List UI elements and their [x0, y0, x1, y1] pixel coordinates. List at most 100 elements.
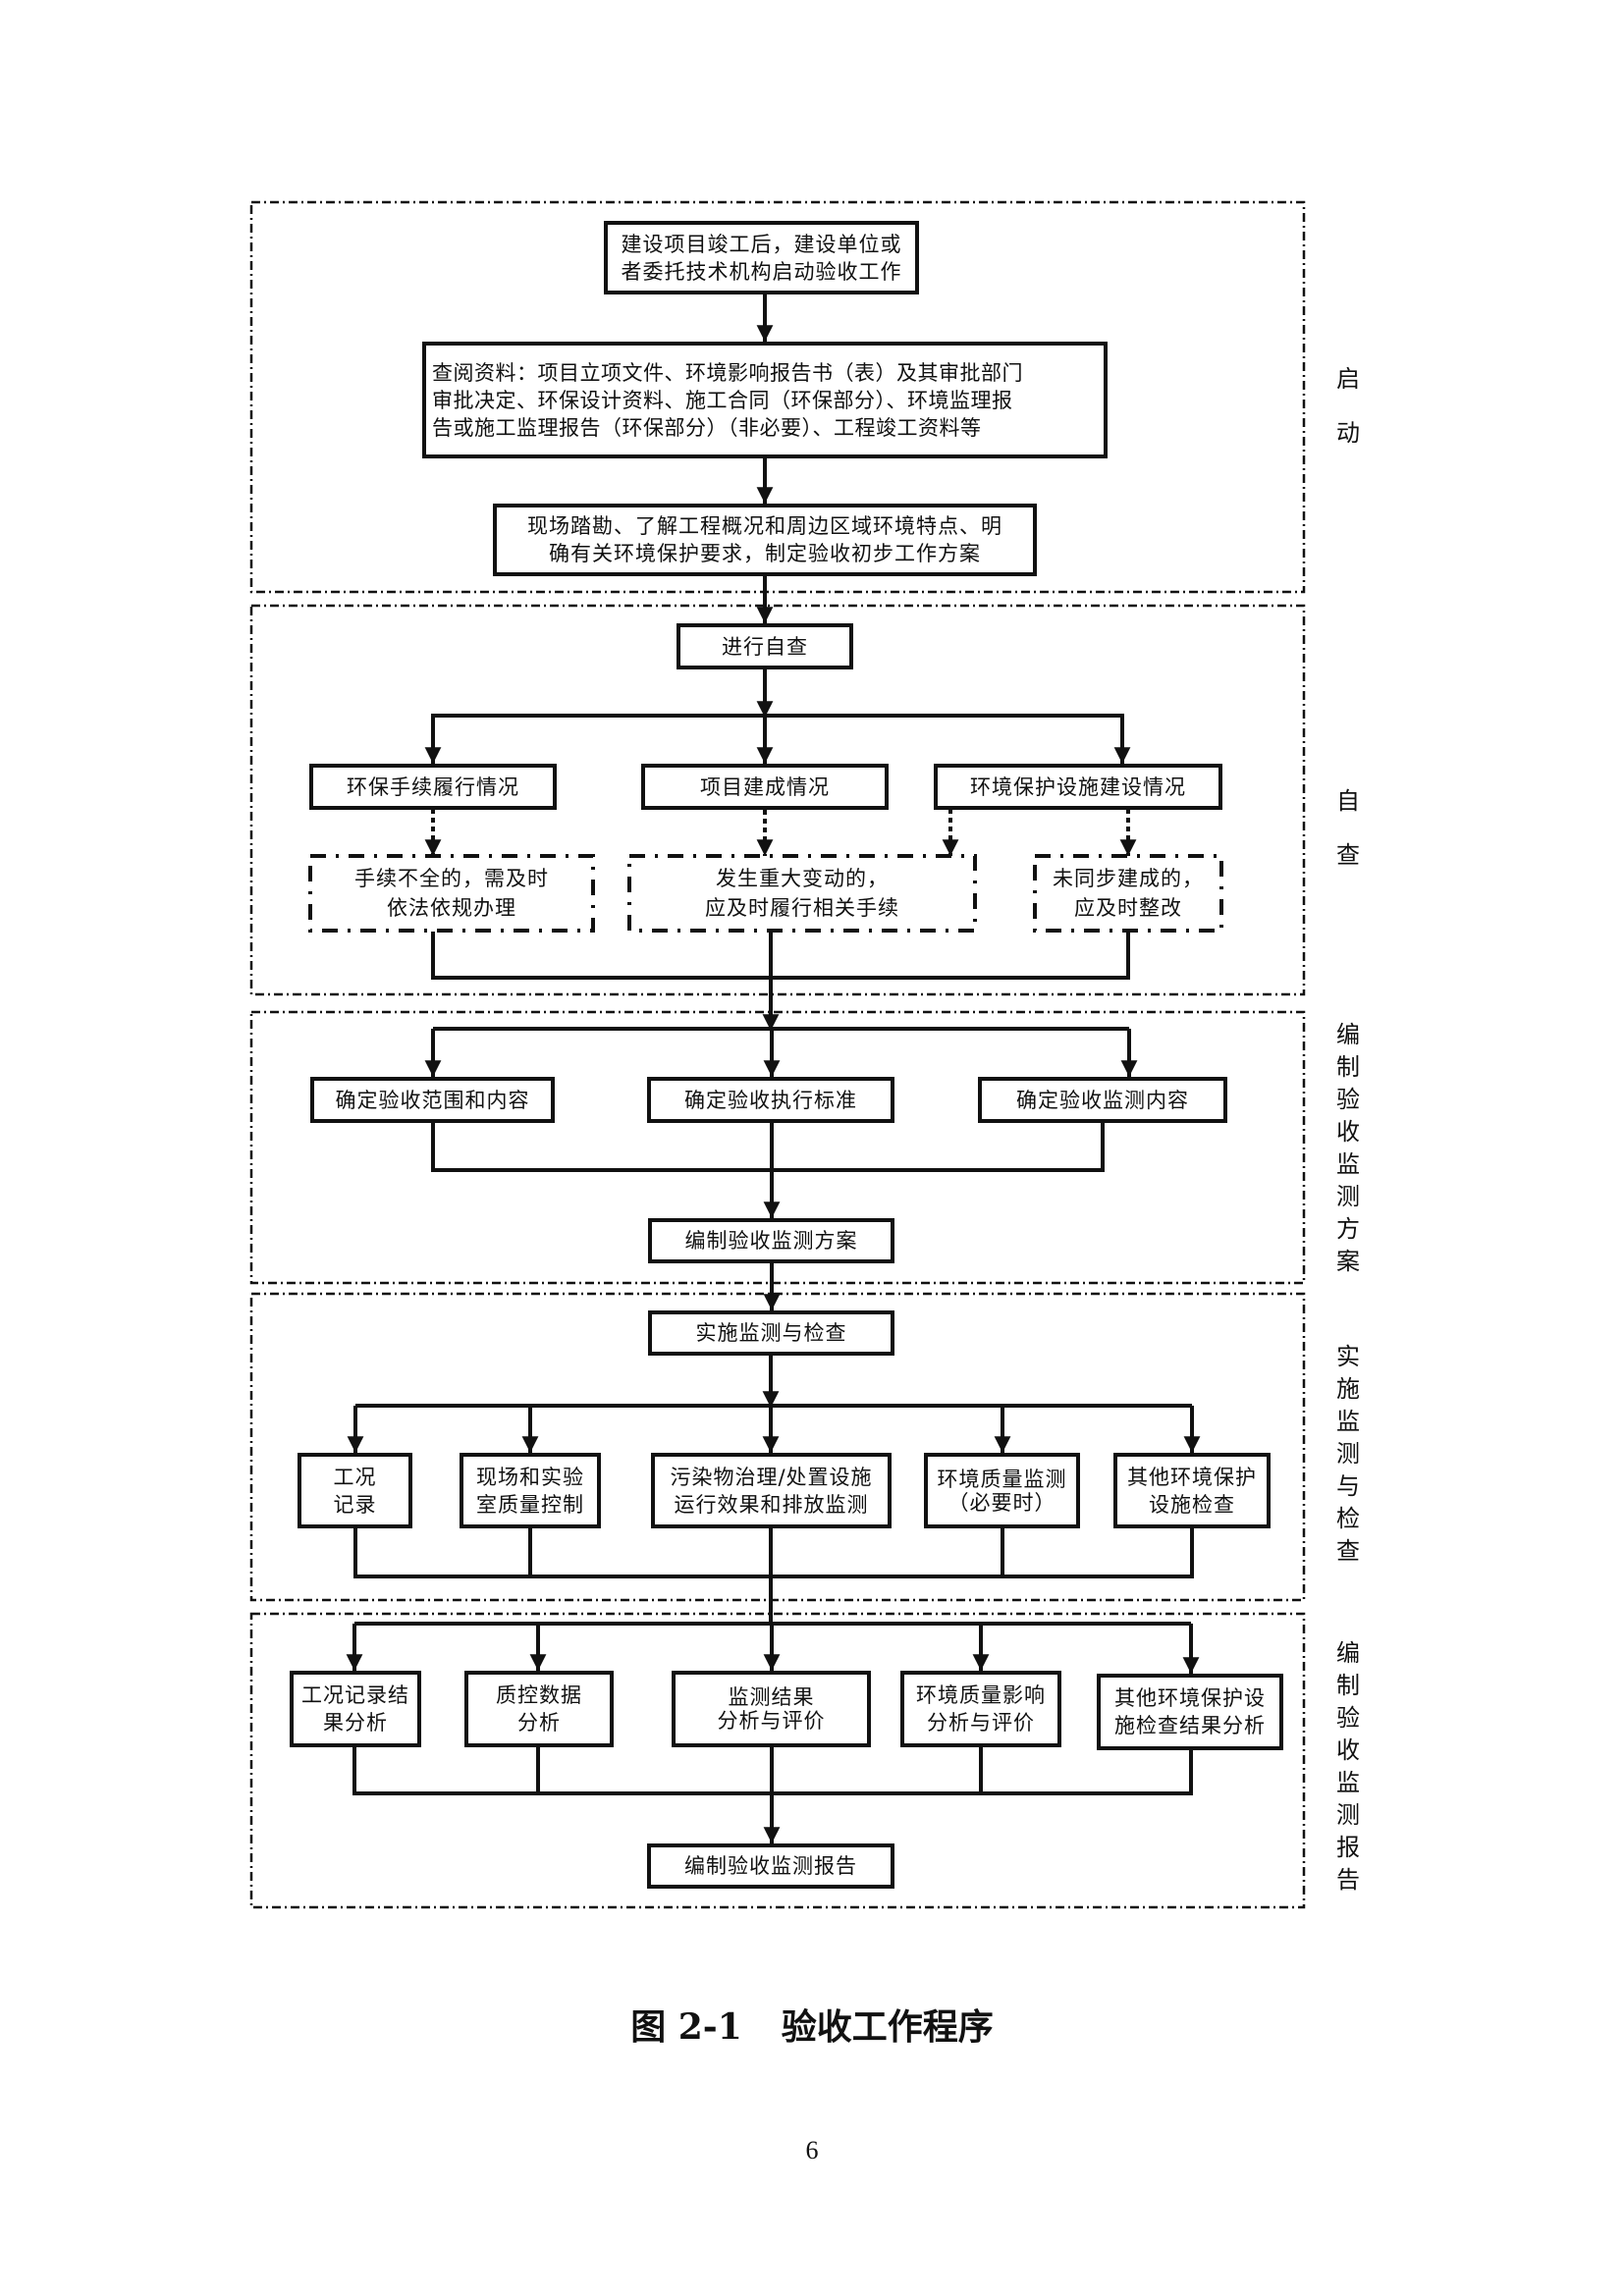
- node-self-check: 进行自查: [677, 623, 853, 669]
- node-line: 记录: [333, 1492, 377, 1517]
- node-line: 监测结果: [728, 1685, 815, 1709]
- stage-frame-report: [249, 1612, 1306, 1909]
- stage-label-char: 制: [1336, 1672, 1360, 1699]
- node-check-facilities: 环境保护设施建设情况: [934, 764, 1222, 810]
- node-line: 建设项目竣工后，建设单位或: [621, 232, 902, 256]
- node-line: 确定验收范围和内容: [335, 1088, 530, 1112]
- node-line: 设施检查: [1149, 1492, 1235, 1517]
- page-number: 6: [805, 2136, 819, 2164]
- stage-frame-plan: [249, 1010, 1306, 1285]
- node-start-work: 建设项目竣工后，建设单位或 者委托技术机构启动验收工作: [604, 221, 919, 294]
- node-line: 环境保护设施建设情况: [970, 774, 1186, 799]
- node-line: 实施监测与检查: [695, 1321, 847, 1345]
- stage-label-char: 方: [1336, 1215, 1360, 1243]
- stage-label-char: 监: [1336, 1769, 1360, 1796]
- stage-label-char: 收: [1336, 1736, 1360, 1764]
- node-line: 进行自查: [722, 634, 808, 659]
- node-line: 工况: [333, 1465, 377, 1489]
- node-line: 质控数据: [496, 1683, 582, 1707]
- node-line: 应及时整改: [1074, 896, 1182, 920]
- node-line: 工况记录结: [301, 1683, 409, 1707]
- node-line: （必要时）: [947, 1490, 1056, 1515]
- node-line: 室质量控制: [476, 1492, 584, 1517]
- stage-label-report: 编 制 验 收 监 测 报 告: [1331, 1637, 1365, 1896]
- node-line: 应及时履行相关手续: [705, 896, 899, 920]
- stage-label-char: 与: [1336, 1472, 1360, 1500]
- node-line: 手续不全的，需及时: [354, 867, 549, 890]
- stage-label-char: 启: [1336, 365, 1360, 393]
- stage-frame-self-check: [249, 604, 1306, 996]
- stage-label-char: 查: [1336, 841, 1360, 869]
- node-fix-major-change: 发生重大变动的， 应及时履行相关手续: [629, 856, 975, 931]
- stage-label-char: 施: [1336, 1375, 1360, 1403]
- node-other-facilities: 其他环境保护 设施检查: [1113, 1453, 1271, 1528]
- stage-label-char: 实: [1336, 1343, 1360, 1370]
- merge-line-implement: [353, 1528, 1194, 1578]
- stage-label-start: 启 动: [1331, 363, 1365, 450]
- node-implement: 实施监测与检查: [648, 1310, 894, 1356]
- remedy-frame-facilities: [1033, 854, 1223, 933]
- stage-label-char: 编: [1336, 1639, 1360, 1667]
- remedy-frame-procedures: [308, 854, 595, 933]
- stage-label-char: 监: [1336, 1408, 1360, 1435]
- stage-label-char: 测: [1336, 1183, 1360, 1210]
- node-line: 编制验收监测报告: [684, 1854, 857, 1878]
- node-pollutant-monitor: 污染物治理/处置设施 运行效果和排放监测: [651, 1453, 892, 1528]
- node-qc-analysis: 质控数据 分析: [464, 1671, 614, 1747]
- branch-line-selfcheck: [431, 714, 1124, 764]
- node-quality-control: 现场和实验 室质量控制: [460, 1453, 601, 1528]
- node-env-impact-analysis: 环境质量影响 分析与评价: [900, 1671, 1061, 1747]
- node-line: 现场和实验: [476, 1465, 584, 1489]
- node-line: 分析与评价: [927, 1711, 1035, 1735]
- node-compile-report: 编制验收监测报告: [647, 1843, 894, 1889]
- node-line: 查阅资料：项目立项文件、环境影响报告书（表）及其审批部门: [432, 360, 1023, 385]
- node-fix-procedures: 手续不全的，需及时 依法依规办理: [310, 856, 593, 931]
- remedy-frame-major-change: [627, 854, 977, 933]
- node-line: 施检查结果分析: [1114, 1714, 1266, 1737]
- node-line: 果分析: [323, 1711, 388, 1735]
- stage-label-implement: 实 施 监 测 与 检 查: [1331, 1341, 1365, 1568]
- node-check-procedures: 环保手续履行情况: [309, 764, 557, 810]
- node-record-analysis: 工况记录结 果分析: [290, 1671, 421, 1747]
- node-line: 未同步建成的，: [1053, 867, 1204, 890]
- node-line: 其他环境保护设: [1114, 1686, 1266, 1710]
- stage-label-char: 查: [1336, 1537, 1360, 1565]
- stage-label-self-check: 自 查: [1331, 785, 1365, 872]
- stage-label-char: 编: [1336, 1021, 1360, 1048]
- node-line: 运行效果和排放监测: [674, 1492, 869, 1517]
- node-check-construction: 项目建成情况: [641, 764, 889, 810]
- stage-label-char: 报: [1336, 1834, 1360, 1861]
- node-env-quality: 环境质量监测 （必要时）: [924, 1453, 1080, 1528]
- node-line: 确定验收执行标准: [684, 1088, 857, 1112]
- node-line: 现场踏勘、了解工程概况和周边区域环境特点、明: [527, 514, 1002, 538]
- figure-title: 验收工作程序: [781, 2006, 994, 2048]
- stage-label-char: 告: [1336, 1866, 1360, 1894]
- node-line: 确定验收监测内容: [1016, 1088, 1189, 1112]
- stage-frame-implement: [249, 1292, 1306, 1602]
- merge-line-plan: [431, 1122, 1105, 1172]
- node-line: 分析与评价: [717, 1709, 826, 1733]
- node-scope: 确定验收范围和内容: [310, 1077, 555, 1123]
- figure-number: 图 2-1: [630, 2006, 742, 2048]
- node-line: 依法依规办理: [387, 896, 516, 920]
- node-line: 确有关环境保护要求，制定验收初步工作方案: [549, 542, 981, 565]
- stage-label-char: 监: [1336, 1150, 1360, 1178]
- node-line: 项目建成情况: [700, 774, 830, 799]
- node-site-survey: 现场踏勘、了解工程概况和周边区域环境特点、明 确有关环境保护要求，制定验收初步工…: [493, 504, 1037, 576]
- node-result-analysis: 监测结果 分析与评价: [672, 1671, 871, 1747]
- stage-label-char: 验: [1336, 1704, 1360, 1732]
- node-line: 编制验收监测方案: [684, 1229, 858, 1253]
- node-fix-facilities: 未同步建成的， 应及时整改: [1035, 856, 1221, 931]
- stage-label-char: 测: [1336, 1801, 1360, 1829]
- stage-label-char: 案: [1336, 1248, 1360, 1275]
- stage-label-char: 制: [1336, 1053, 1360, 1081]
- figure-caption: 图 2-1 验收工作程序: [0, 1999, 1624, 2050]
- node-line: 审批决定、环保设计资料、施工合同（环保部分）、环境监理报: [432, 388, 1013, 412]
- merge-line-selfcheck: [431, 932, 1130, 980]
- node-standards: 确定验收执行标准: [647, 1077, 894, 1123]
- stage-label-char: 自: [1336, 787, 1360, 815]
- node-monitor-content: 确定验收监测内容: [978, 1077, 1227, 1123]
- node-line: 者委托技术机构启动验收工作: [621, 259, 902, 284]
- node-other-analysis: 其他环境保护设 施检查结果分析: [1097, 1674, 1283, 1750]
